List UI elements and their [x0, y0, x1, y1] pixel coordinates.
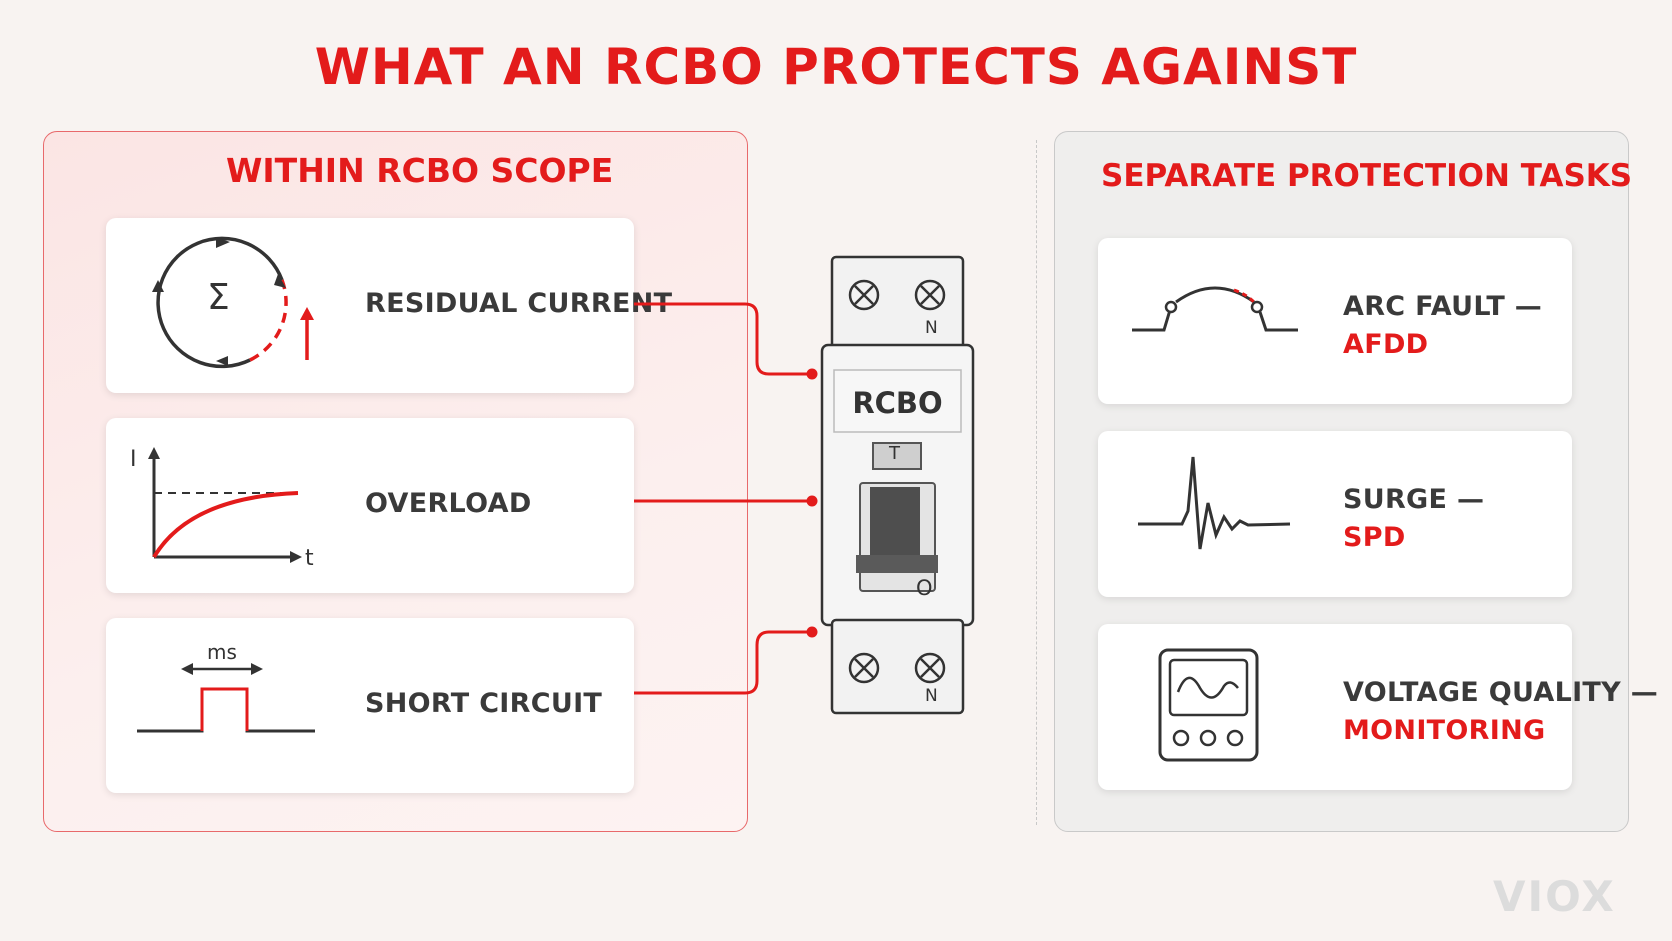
arc-fault-card: [1098, 238, 1572, 404]
surge-spike-icon: [1138, 456, 1291, 550]
sigma-symbol: Σ: [207, 277, 230, 318]
neutral-top-label: N: [925, 318, 938, 338]
test-button: T: [889, 443, 900, 464]
arc-fault-label: ARC FAULT — AFDD: [1343, 288, 1542, 364]
overload-card: [106, 418, 634, 593]
afdd-text: AFDD: [1343, 329, 1429, 360]
overload-label: OVERLOAD: [365, 488, 532, 519]
short-circuit-label: SHORT CIRCUIT: [365, 688, 603, 719]
neutral-bottom-label: N: [925, 686, 938, 706]
time-axis-label: t: [305, 546, 314, 571]
surge-text: SURGE —: [1343, 484, 1485, 515]
surge-label: SURGE — SPD: [1343, 481, 1484, 557]
off-mark: O: [916, 576, 933, 600]
arc-fault-icon: [1132, 286, 1298, 332]
arc-fault-text: ARC FAULT —: [1343, 291, 1543, 322]
voltage-quality-text: VOLTAGE QUALITY —: [1343, 677, 1658, 708]
monitor-meter-icon: [1158, 648, 1259, 762]
current-time-curve-icon: [148, 447, 302, 563]
spd-text: SPD: [1343, 522, 1406, 553]
page-title: WHAT AN RCBO PROTECTS AGAINST: [314, 38, 1358, 96]
pulse-duration-label: ms: [207, 640, 237, 664]
current-axis-label: I: [130, 447, 137, 472]
surge-card: [1098, 431, 1572, 597]
section-divider: [1036, 140, 1037, 825]
viox-watermark-logo: VIOX: [1493, 872, 1616, 921]
monitoring-text: MONITORING: [1343, 715, 1546, 746]
residual-current-label: RESIDUAL CURRENT: [365, 288, 673, 319]
residual-current-card: [106, 218, 634, 393]
rcbo-scope-heading: WITHIN RCBO SCOPE: [226, 151, 614, 190]
voltage-quality-label: VOLTAGE QUALITY — MONITORING: [1343, 674, 1658, 750]
rcbo-label: RCBO: [852, 386, 943, 420]
sigma-loop-icon: [152, 236, 314, 369]
pulse-icon: [137, 663, 315, 733]
rcbo-device: [820, 255, 975, 715]
separate-protection-heading: SEPARATE PROTECTION TASKS: [1101, 158, 1633, 194]
short-circuit-card: [106, 618, 634, 793]
